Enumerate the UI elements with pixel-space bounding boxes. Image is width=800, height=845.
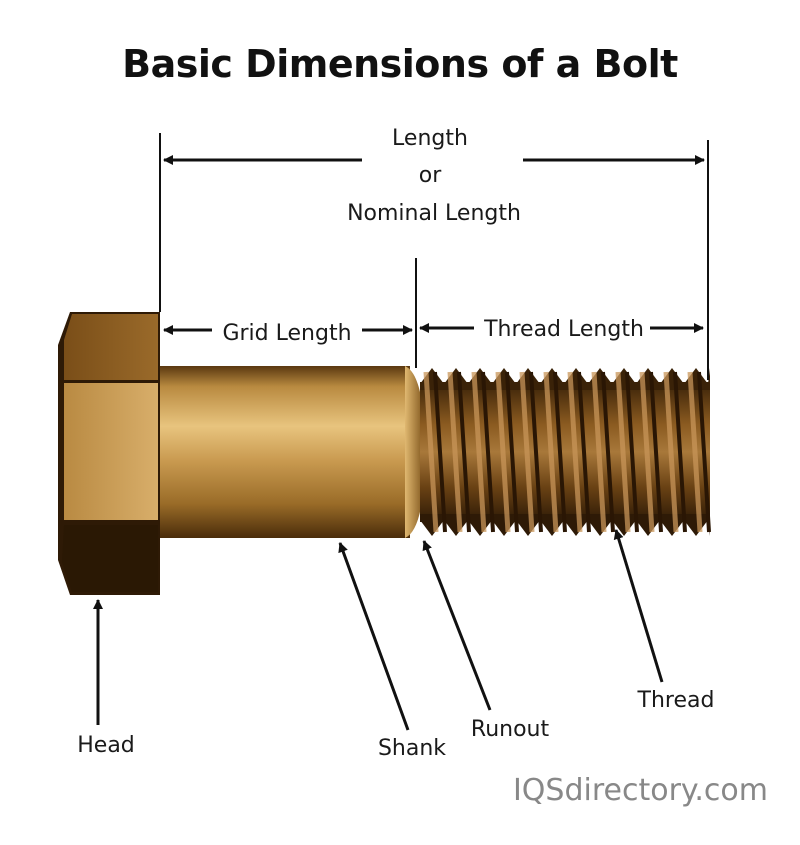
thread-rib bbox=[687, 371, 703, 533]
bolt-shank bbox=[160, 366, 410, 538]
label-thread: Thread bbox=[637, 688, 715, 713]
thread-crests-top bbox=[420, 368, 710, 390]
thread-rib bbox=[471, 371, 487, 533]
thread-groove bbox=[601, 371, 615, 533]
thread-rib bbox=[591, 371, 607, 533]
thread-groove bbox=[697, 371, 711, 533]
label-runout: Runout bbox=[471, 717, 550, 742]
watermark-logo: IQSdirectory.com bbox=[513, 773, 768, 808]
thread-groove bbox=[529, 371, 543, 533]
thread-groove bbox=[553, 371, 567, 533]
label-thread-length: Thread Length bbox=[483, 317, 644, 342]
runout-pointer-arrow bbox=[422, 540, 492, 711]
thread-groove bbox=[433, 371, 447, 533]
thread-groove bbox=[649, 371, 663, 533]
label-grip-length: Grid Length bbox=[222, 321, 351, 346]
thread-groove bbox=[505, 371, 519, 533]
thread-rib bbox=[423, 371, 439, 533]
thread-rib bbox=[495, 371, 511, 533]
thread-rib bbox=[615, 371, 631, 533]
thread-rib bbox=[639, 371, 655, 533]
bolt-thread-body bbox=[420, 368, 711, 536]
label-head: Head bbox=[77, 733, 135, 758]
thread-groove bbox=[673, 371, 687, 533]
thread-rib bbox=[447, 371, 463, 533]
label-length: Length bbox=[392, 126, 468, 151]
label-nominal-length: Nominal Length bbox=[347, 201, 521, 226]
label-length-or: or bbox=[419, 163, 442, 188]
thread-groove bbox=[577, 371, 591, 533]
thread-groove bbox=[457, 371, 471, 533]
diagram-title: Basic Dimensions of a Bolt bbox=[122, 42, 678, 86]
thread-pointer-arrow bbox=[613, 529, 664, 683]
thread-rib bbox=[519, 371, 535, 533]
shank-pointer-arrow bbox=[338, 542, 410, 731]
thread-groove bbox=[625, 371, 639, 533]
bolt-head bbox=[58, 312, 160, 595]
thread-rib bbox=[543, 371, 559, 533]
label-shank: Shank bbox=[378, 736, 446, 761]
thread-rib bbox=[663, 371, 679, 533]
thread-rib bbox=[567, 371, 583, 533]
thread-groove bbox=[481, 371, 495, 533]
